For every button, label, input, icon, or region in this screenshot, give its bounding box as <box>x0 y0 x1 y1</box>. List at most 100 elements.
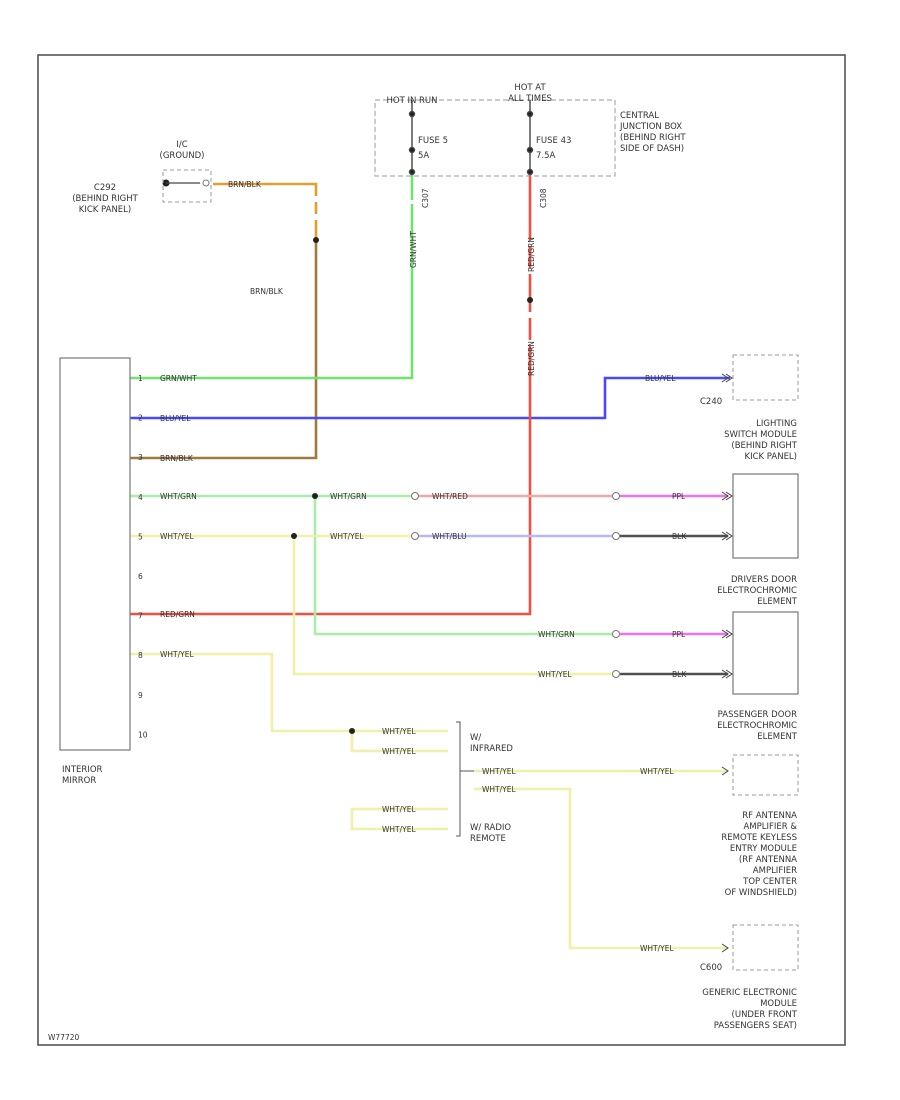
wl-blu-yel-c240: BLU/YEL <box>645 374 676 383</box>
label-line: ALL TIMES <box>508 94 552 104</box>
label-line: MODULE <box>760 999 797 1009</box>
label-line: (RF ANTENNA <box>739 855 797 865</box>
label-line: AMPLIFIER & <box>743 822 797 832</box>
label-line: RF ANTENNA <box>742 811 797 821</box>
label-line: HOT IN RUN <box>386 96 437 106</box>
label-line: KICK PANEL) <box>745 452 797 462</box>
wl-grn-wht-pin1: GRN/WHT <box>160 374 197 383</box>
label-line: TOP CENTER <box>742 877 797 887</box>
wl-wht-yel-pin8: WHT/YEL <box>160 650 194 659</box>
wl-ppl-lighting: PPL <box>672 492 686 501</box>
label-line: REMOTE KEYLESS <box>721 833 797 843</box>
fuse-43-rating: 7.5A <box>536 151 556 161</box>
interior-mirror-box <box>59 357 131 751</box>
label-ac-ground: I/C(GROUND) <box>160 140 205 161</box>
wl-wht-yel-drivers: WHT/YEL <box>538 670 572 679</box>
wl-wht-grn-drivers: WHT/GRN <box>538 630 575 639</box>
splice-wht-grn <box>312 493 318 499</box>
label-c600: C600 <box>700 963 722 973</box>
wire-wht-grn-drivers <box>313 496 612 636</box>
mirror-pin: 9 <box>138 691 143 700</box>
diagram-code: W77720 <box>48 1033 80 1042</box>
fuse-5-name: FUSE 5 <box>418 136 448 146</box>
wl-wht-yel-out-2: WHT/YEL <box>482 785 516 794</box>
wl-brn-blk-top: BRN/BLK <box>228 180 262 189</box>
mirror-pin: 5 <box>138 532 143 541</box>
label-line: HOT AT <box>514 83 546 93</box>
wire-wht-yel-infrared-2 <box>350 731 448 753</box>
label-line: C240 <box>700 397 722 407</box>
wire-labels: BRN/BLK BRN/BLK GRN/WHT RED/GRN RED/GRN … <box>160 180 687 953</box>
label-line: (BEHIND RIGHT <box>620 133 686 143</box>
label-line: W/ <box>470 733 481 743</box>
wl-wht-yel-mid: WHT/YEL <box>330 532 364 541</box>
label-line: PASSENGERS SEAT) <box>714 1021 797 1031</box>
wl-wht-yel-passenger: WHT/YEL <box>640 767 674 776</box>
wire-blu-yel <box>130 376 730 420</box>
label-line: KICK PANEL) <box>79 205 131 215</box>
wl-brn-blk-pin3: BRN/BLK <box>160 454 194 463</box>
label-line: GENERIC ELECTRONIC <box>702 988 797 998</box>
diagram-border <box>37 54 846 1046</box>
wire-brn-blk-ground <box>213 182 318 240</box>
label-infrared: W/INFRARED <box>470 733 513 754</box>
label-line: (UNDER FRONT <box>732 1010 798 1020</box>
wl-wht-yel-out-1: WHT/YEL <box>482 767 516 776</box>
splice-wht-yel <box>291 533 297 539</box>
wl-wht-yel-radio-1: WHT/YEL <box>382 805 416 814</box>
wl-wht-yel-pin5: WHT/YEL <box>160 532 194 541</box>
ground-connector-box <box>162 169 212 203</box>
label-line: AMPLIFIER <box>753 866 797 876</box>
drivers-door-box <box>732 611 799 695</box>
fuse-43 <box>526 100 534 176</box>
wl-red-grn-pin7: RED/GRN <box>160 610 195 619</box>
generic-module-box <box>732 924 799 971</box>
label-c240: C240 <box>700 397 722 407</box>
mirror-pin: 3 <box>138 453 143 462</box>
label-line: (GROUND) <box>160 151 205 161</box>
label-line: ELECTROCHROMIC <box>717 721 797 731</box>
mirror-pin: 4 <box>138 493 143 502</box>
splice-brn-blk <box>313 237 319 243</box>
wire-brn-blk-mirror <box>130 240 318 460</box>
label-line: W/ RADIO <box>470 823 511 833</box>
mirror-pin: 2 <box>138 414 143 423</box>
passenger-door-box <box>732 754 799 796</box>
inline-connectors <box>202 179 620 678</box>
wl-wht-yel-generic: WHT/YEL <box>640 944 674 953</box>
circuit-id-right: C308 <box>539 188 548 208</box>
label-line: SWITCH MODULE <box>724 430 797 440</box>
label-line: REMOTE <box>470 834 506 844</box>
label-line: I/C <box>176 140 187 150</box>
splice-wht-yel-option <box>349 728 355 734</box>
lighting-switch-box <box>732 473 799 559</box>
wire-wht-yel-pin8 <box>130 652 448 733</box>
wl-blk-lighting: BLK <box>672 532 687 541</box>
fuse-5 <box>408 100 416 176</box>
wire-wht-yel-generic <box>474 787 728 950</box>
label-line: (BEHIND RIGHT <box>72 194 138 204</box>
wire-breaks <box>314 196 532 346</box>
wl-grn-wht-vert: GRN/WHT <box>409 231 418 268</box>
label-line: ELECTROCHROMIC <box>717 586 797 596</box>
label-line: PASSENGER DOOR <box>718 710 797 720</box>
option-bracket <box>456 721 474 837</box>
terminal-arrows <box>721 373 733 953</box>
fuse-5-rating: 5A <box>418 151 429 161</box>
fuse-43-name: FUSE 43 <box>536 136 571 146</box>
label-line: SIDE OF DASH) <box>620 144 684 154</box>
wire-red-grn <box>130 172 532 616</box>
label-line: ELEMENT <box>757 732 798 742</box>
wl-red-grn-vert-2: RED/GRN <box>527 341 536 376</box>
wire-wht-yel-radio-loop <box>350 807 448 831</box>
